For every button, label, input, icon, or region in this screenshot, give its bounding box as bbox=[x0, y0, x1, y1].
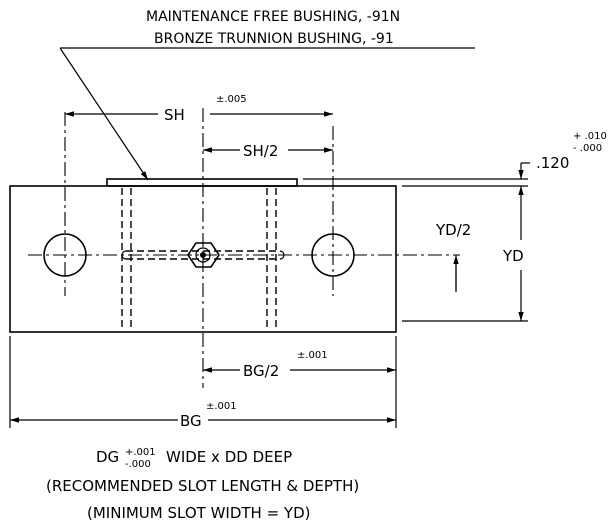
bushing-top-pad bbox=[106, 178, 298, 187]
note-dg-prefix: DG bbox=[96, 448, 119, 466]
callout-line-2: BRONZE TRUNNION BUSHING, -91 bbox=[154, 31, 394, 47]
note-dg-tol-minus: -.000 bbox=[125, 459, 151, 470]
bg-half-label: BG/2 bbox=[243, 362, 279, 380]
bg-tolerance: ±.001 bbox=[206, 401, 237, 412]
top-gap-tol-plus: + .010 bbox=[573, 131, 607, 142]
note-dg-tol-plus: +.001 bbox=[125, 447, 156, 458]
note-slot-width: (MINIMUM SLOT WIDTH = YD) bbox=[87, 504, 311, 522]
bg-half-tolerance: ±.001 bbox=[297, 350, 328, 361]
top-gap-label: .120 bbox=[536, 154, 569, 172]
yd-half-label: YD/2 bbox=[435, 221, 471, 239]
sh-label: SH bbox=[164, 106, 185, 124]
bg-label: BG bbox=[180, 412, 202, 430]
callout-line-1: MAINTENANCE FREE BUSHING, -91N bbox=[146, 9, 400, 25]
note-slot-length: (RECOMMENDED SLOT LENGTH & DEPTH) bbox=[46, 477, 359, 495]
note-dg-suffix: WIDE x DD DEEP bbox=[166, 448, 292, 466]
sh-half-label: SH/2 bbox=[243, 142, 278, 160]
top-gap-tol-minus: - .000 bbox=[573, 143, 602, 154]
yd-label: YD bbox=[502, 247, 524, 265]
sh-tolerance: ±.005 bbox=[216, 94, 247, 105]
